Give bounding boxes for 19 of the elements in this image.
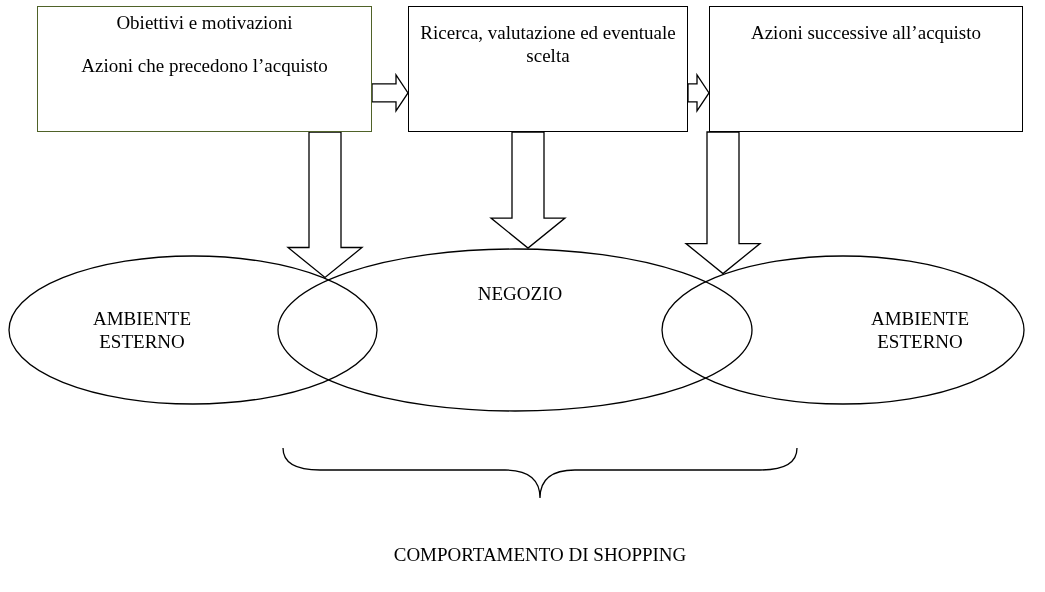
block-arrow (687, 72, 710, 114)
brace-label: COMPORTAMENTO DI SHOPPING (392, 544, 688, 566)
box-text: Azioni successive all’acquisto (750, 21, 981, 44)
box-text: Azioni che precedono l’acquisto (81, 54, 328, 77)
process-box (709, 6, 1023, 132)
block-arrow (684, 131, 762, 275)
block-arrow (286, 131, 364, 279)
oval-shape (277, 248, 753, 412)
box-text: Ricerca, valutazione ed eventuale scelta (419, 21, 677, 67)
process-box (408, 6, 688, 132)
oval-shape (661, 255, 1025, 405)
process-box (37, 6, 372, 132)
oval-label: AMBIENTE ESTERNO (91, 307, 193, 353)
oval-label: AMBIENTE ESTERNO (869, 307, 971, 353)
block-arrow (371, 72, 409, 114)
oval-shape (8, 255, 378, 405)
box-text: Obiettivi e motivazioni (116, 11, 293, 34)
oval-label: NEGOZIO (476, 282, 564, 305)
block-arrow (489, 131, 567, 249)
